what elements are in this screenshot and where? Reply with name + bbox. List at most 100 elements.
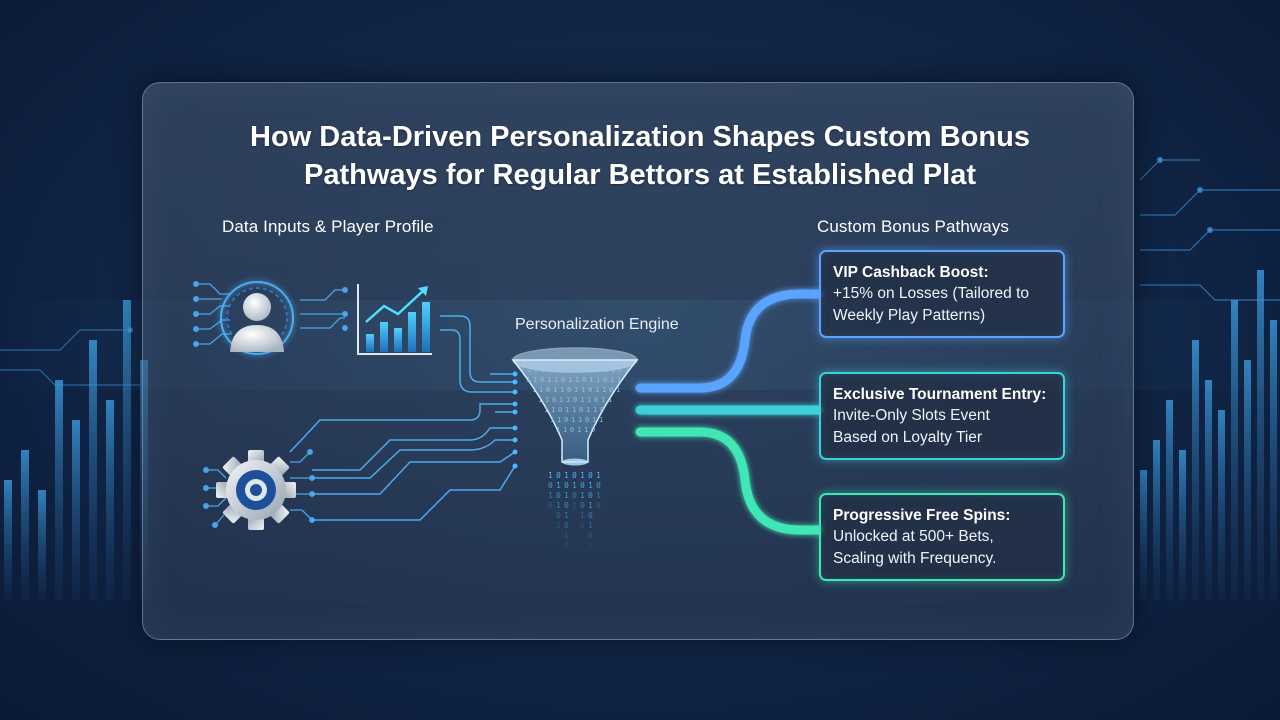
stream-digit: 1	[572, 481, 577, 490]
stream-digit: 1	[564, 471, 569, 480]
funnel-digit: 0	[579, 406, 583, 414]
title-line-1: How Data-Driven Personalization Shapes C…	[250, 121, 1030, 153]
bonus-card-line: +15% on Losses (Tailored to	[833, 285, 1030, 302]
stream-digit: 1	[564, 511, 569, 520]
bonus-card-free-spins: Progressive Free Spins: Unlocked at 500+…	[819, 493, 1065, 581]
background-bar	[1179, 450, 1186, 600]
funnel-digit: 0	[582, 376, 586, 384]
stream-digit: 0	[580, 481, 585, 490]
background-bar	[1218, 410, 1225, 600]
background-bar	[1270, 320, 1277, 600]
stream-digit: 0	[556, 471, 561, 480]
funnel-digit: 1	[556, 426, 560, 434]
stream-digit: 0	[596, 481, 601, 490]
stream-digit: 0	[556, 511, 561, 520]
funnel-digit: 1	[554, 376, 558, 384]
funnel-digit: 1	[625, 366, 629, 374]
funnel-digit: 1	[545, 396, 549, 404]
page-title: How Data-Driven Personalization Shapes C…	[0, 118, 1280, 194]
background-bar	[1205, 380, 1212, 600]
stream-digit: 1	[556, 481, 561, 490]
funnel-digit: 1	[592, 416, 596, 424]
funnel-digit: 1	[565, 406, 569, 414]
funnel-digit: 1	[566, 396, 570, 404]
background-bar	[1166, 400, 1173, 600]
user-profile-icon	[220, 281, 294, 355]
funnel-digit: 0	[546, 386, 550, 394]
background-bar	[4, 480, 12, 600]
stream-digit: 1	[580, 491, 585, 500]
funnel-digit: 1	[581, 386, 585, 394]
background-bar	[1153, 440, 1160, 600]
pathway-free-spins	[635, 427, 824, 535]
funnel-digit: 1	[553, 386, 557, 394]
funnel-digit: 1	[584, 426, 588, 434]
stream-digit: 1	[556, 501, 561, 510]
stream-digit: 1	[572, 501, 577, 510]
stream-digit: 1	[588, 541, 593, 550]
stream-digit: 1	[588, 521, 593, 530]
bonus-card-line: Invite-Only Slots Event	[833, 407, 990, 424]
funnel-digit: 1	[574, 386, 578, 394]
funnel-digit: 1	[547, 376, 551, 384]
funnel-digit: 1	[527, 366, 531, 374]
funnel-digit: 1	[580, 396, 584, 404]
funnel-digit: 0	[567, 386, 571, 394]
background-bar	[1231, 300, 1238, 600]
funnel-digit: 1	[569, 366, 573, 374]
funnel-digit: 1	[589, 376, 593, 384]
background-bar	[1244, 360, 1251, 600]
bonus-card-title: Progressive Free Spins:	[833, 507, 1011, 524]
stream-digit: 0	[564, 481, 569, 490]
output-pathways	[635, 289, 824, 535]
funnel-digit: 0	[609, 386, 613, 394]
funnel-digit: 0	[585, 416, 589, 424]
stream-digit: 1	[564, 531, 569, 540]
funnel-digit: 1	[602, 386, 606, 394]
funnel-digit: 0	[540, 376, 544, 384]
background-bar	[106, 400, 114, 600]
bonus-card-line: Based on Loyalty Tier	[833, 429, 983, 446]
background-bar	[55, 380, 63, 600]
funnel-digit: 0	[555, 366, 559, 374]
funnel-digit: 1	[583, 366, 587, 374]
funnel-digit: 1	[601, 396, 605, 404]
stream-digit: 0	[572, 471, 577, 480]
stream-digit: 0	[564, 521, 569, 530]
funnel-digit: 1	[560, 386, 564, 394]
stream-digit: 0	[588, 471, 593, 480]
stream-digit: 0	[596, 501, 601, 510]
background-bar	[1192, 340, 1199, 600]
funnel-digit: 1	[608, 396, 612, 404]
funnel-digit: 0	[576, 366, 580, 374]
background-bar	[1257, 270, 1264, 600]
funnel-digit: 0	[558, 406, 562, 414]
funnel-digit: 1	[541, 366, 545, 374]
stream-digit: 1	[548, 471, 553, 480]
stream-digit: 0	[548, 481, 553, 490]
stream-digit: 0	[564, 501, 569, 510]
funnel-digit: 1	[593, 406, 597, 414]
funnel-digit: 0	[591, 426, 595, 434]
data-inputs-heading: Data Inputs & Player Profile	[222, 217, 434, 236]
funnel-digit: 0	[573, 396, 577, 404]
stream-digit: 1	[556, 521, 561, 530]
funnel-digit: 1	[586, 406, 590, 414]
funnel-digit: 0	[552, 396, 556, 404]
stream-digit: 1	[548, 491, 553, 500]
input-connector-nodes	[512, 371, 518, 469]
funnel-digit: 0	[618, 366, 622, 374]
stream-digit: 1	[580, 511, 585, 520]
bonus-card-title: VIP Cashback Boost:	[833, 264, 989, 281]
stream-digit: 1	[588, 481, 593, 490]
pathway-vip-cashback	[635, 289, 824, 393]
title-line-2: Pathways for Regular Bettors at Establis…	[303, 159, 976, 191]
bonus-card-line: Unlocked at 500+ Bets,	[833, 528, 994, 545]
funnel-digit: 1	[572, 406, 576, 414]
funnel-digit: 1	[571, 416, 575, 424]
funnel-digit: 1	[550, 416, 554, 424]
funnel-digit: 0	[534, 366, 538, 374]
gear-icon	[216, 450, 296, 530]
